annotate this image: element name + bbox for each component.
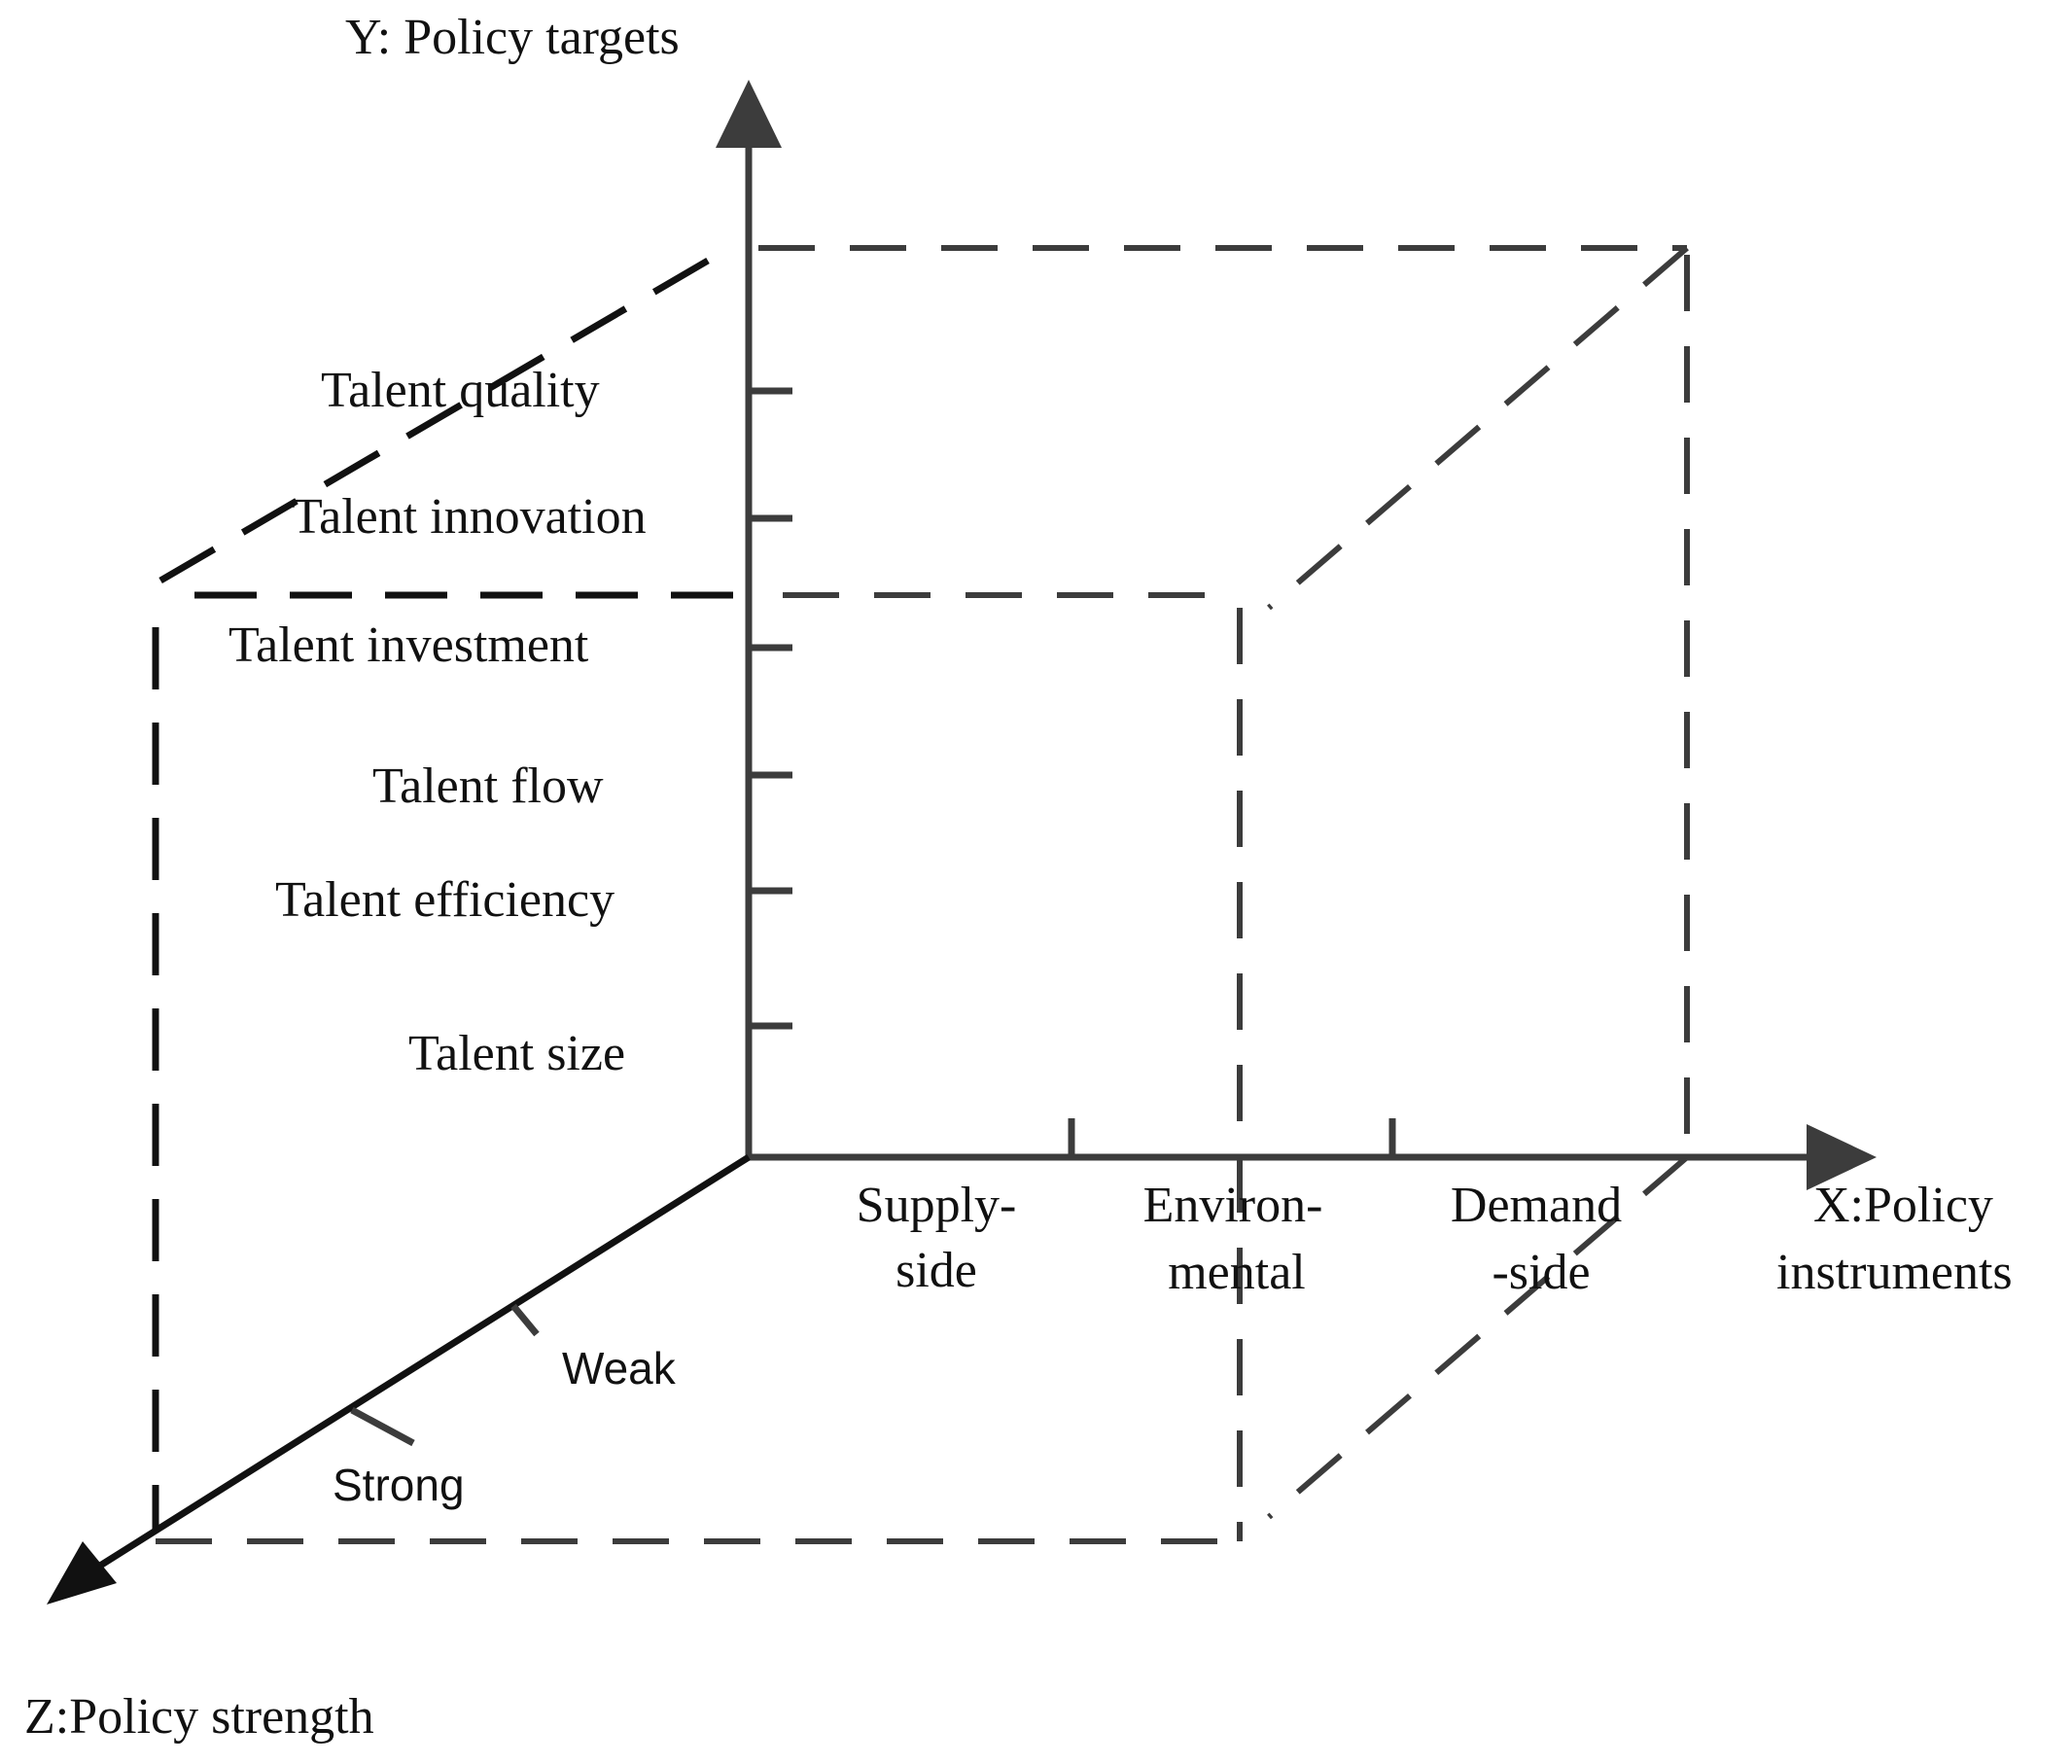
z-axis-title: Z:Policy strength [24, 1689, 374, 1745]
top-right-diagonal-edge [1267, 245, 1689, 611]
x-label-demand-side: Demand [1451, 1178, 1622, 1233]
x-label-environmental-line2: mental [1168, 1245, 1306, 1300]
bottom-right-diagonal-edge [1267, 1154, 1689, 1520]
z-category-labels: Weak Strong [333, 1343, 677, 1510]
y-axis-arrowhead [716, 80, 782, 148]
x-axis-title: X:Policy [1813, 1178, 1993, 1233]
z-tick [510, 1303, 540, 1337]
z-label-strong: Strong [333, 1460, 465, 1510]
x-axis [749, 1118, 1877, 1190]
y-axis [716, 80, 792, 1157]
y-label-talent-innovation: Talent innovation [292, 489, 647, 545]
x-label-supply-side-line2: side [896, 1243, 977, 1298]
y-axis-title: Y: Policy targets [345, 10, 680, 65]
z-axis-line [90, 1154, 751, 1573]
cube-dashed-edges [152, 245, 1690, 1544]
y-label-talent-efficiency: Talent efficiency [275, 872, 615, 928]
x-category-labels: Supply- side Environ- mental Demand -sid… [857, 1178, 1622, 1300]
y-label-talent-size: Talent size [408, 1026, 625, 1081]
z-label-weak: Weak [562, 1343, 677, 1394]
z-tick [350, 1406, 415, 1447]
x-axis-arrowhead [1807, 1124, 1877, 1190]
x-label-demand-side-line2: -side [1492, 1245, 1590, 1300]
top-left-diagonal-edge [154, 257, 710, 587]
x-axis-title-line2: instruments [1776, 1245, 2013, 1300]
y-label-talent-flow: Talent flow [372, 759, 604, 814]
y-category-labels: Talent quality Talent innovation Talent … [228, 363, 647, 1081]
y-label-talent-quality: Talent quality [321, 363, 600, 418]
z-axis-arrowhead [47, 1541, 117, 1605]
x-label-environmental: Environ- [1143, 1178, 1323, 1233]
x-label-supply-side: Supply- [857, 1178, 1017, 1233]
y-label-talent-investment: Talent investment [228, 617, 589, 673]
z-axis [47, 1154, 751, 1605]
